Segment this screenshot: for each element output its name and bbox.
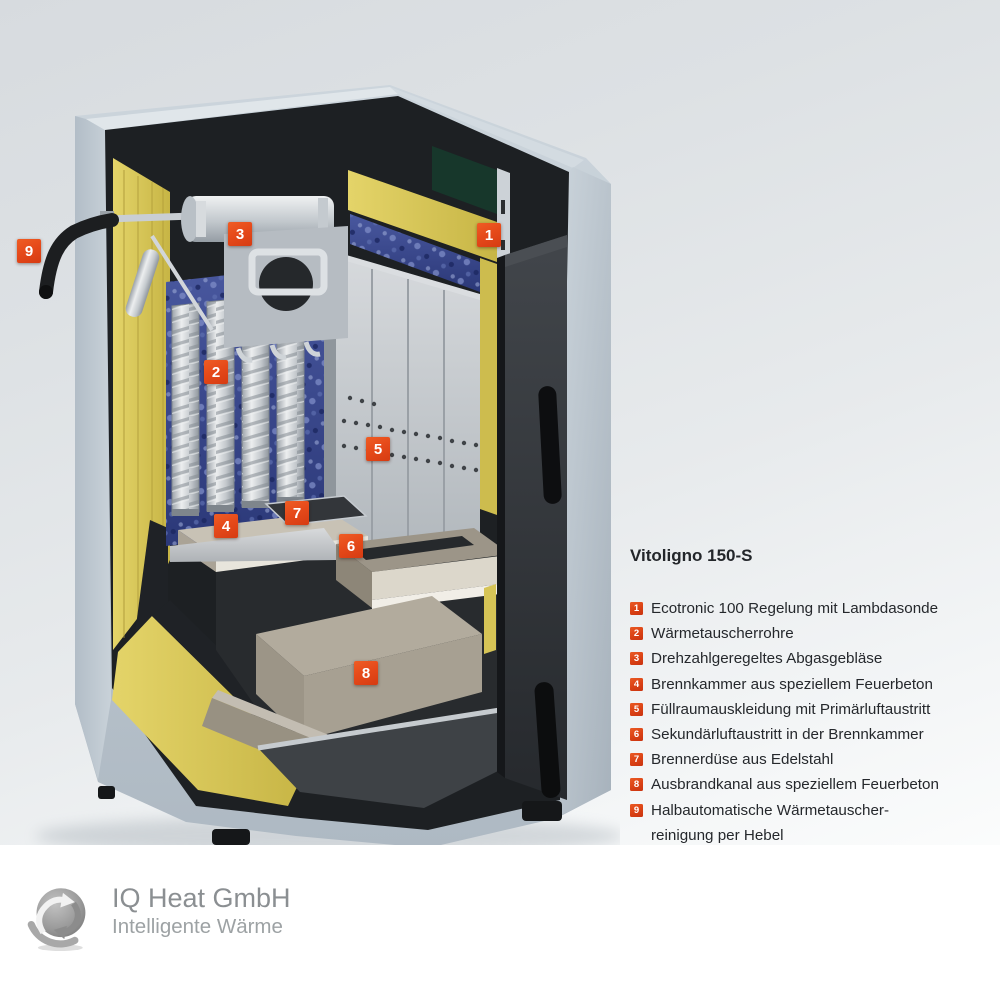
- fill-chamber-wall: [324, 252, 480, 545]
- legend-item: 3 Drehzahlgeregeltes Abgasgebläse: [630, 646, 1000, 671]
- company-tagline: Intelligente Wärme: [112, 915, 283, 938]
- company-name: IQ Heat GmbH: [112, 883, 291, 913]
- legend-item: 4 Brennkammer aus speziellem Feuerbeton: [630, 672, 1000, 697]
- legend-marker-3: 3: [630, 652, 643, 666]
- legend-marker-9: 9: [630, 803, 643, 817]
- heat-exchanger: [166, 264, 324, 546]
- legend-label: Brennkammer aus speziellem Feuerbeton: [651, 675, 933, 693]
- callout-marker-6: 6: [339, 534, 363, 558]
- legend-label: Brennerdüse aus Edelstahl: [651, 751, 834, 769]
- legend-label: Wärmetauscherrohre: [651, 625, 794, 643]
- parts-legend: Vitoligno 150-S 1 Ecotronic 100 Regelung…: [630, 546, 1000, 845]
- boiler-cutaway-illustration: [35, 85, 620, 845]
- globe-arrows-icon: [27, 888, 86, 951]
- footer: IQ Heat GmbH Intelligente Wärme: [0, 845, 1000, 1000]
- legend-item: 7 Brennerdüse aus Edelstahl: [630, 747, 1000, 772]
- callout-marker-9: 9: [17, 239, 41, 263]
- legend-item: 2 Wärmetauscherrohre: [630, 621, 1000, 646]
- legend-item: 1 Ecotronic 100 Regelung mit Lambdasonde: [630, 596, 1000, 621]
- heat-exchanger-tubes: [171, 290, 305, 516]
- legend-item: 6 Sekundärluftaustritt in der Brennkamme…: [630, 722, 1000, 747]
- heat-exchanger-top-strip: [350, 214, 480, 292]
- legend-label-continuation: reinigung per Hebel: [651, 826, 784, 844]
- callout-marker-7: 7: [285, 501, 309, 525]
- legend-marker-6: 6: [630, 728, 643, 742]
- legend-label: Ecotronic 100 Regelung mit Lambdasonde: [651, 600, 939, 617]
- burnout-channel-block: [256, 596, 482, 676]
- legend-label: Füllraumauskleidung mit Primärluftaustri…: [651, 700, 931, 718]
- boiler-feet: [98, 786, 562, 845]
- callout-marker-1: 1: [477, 223, 501, 247]
- callout-marker-8: 8: [354, 661, 378, 685]
- primary-air-holes: [341, 395, 479, 473]
- legend-label: Halbautomatische Wärmetauscher-: [651, 801, 890, 819]
- legend-marker-7: 7: [630, 753, 643, 767]
- legend-marker-8: 8: [630, 778, 643, 792]
- legend-label: Ausbrandkanal aus speziellem Feuerbeton: [651, 776, 939, 794]
- callout-marker-5: 5: [366, 437, 390, 461]
- legend-item: 5 Füllraumauskleidung mit Primärluftaust…: [630, 697, 1000, 722]
- legend-item: 8 Ausbrandkanal aus speziellem Feuerbeto…: [630, 772, 1000, 797]
- legend-marker-4: 4: [630, 677, 643, 691]
- legend-marker-1: 1: [630, 602, 643, 615]
- flue-fan-assembly: [100, 196, 348, 363]
- callout-marker-4: 4: [214, 514, 238, 538]
- legend-item: 9 Halbautomatische Wärmetauscher- reinig…: [630, 798, 1000, 845]
- door-handle-lower: [534, 682, 561, 798]
- legend-label: Drehzahlgeregeltes Abgasgebläse: [651, 650, 883, 668]
- product-photo-area: 1 2 3 4 5 6 7 8 9 Vitoligno 150-S 1 Ecot…: [0, 0, 1000, 845]
- page-title: Vitoligno 150-S: [630, 546, 753, 565]
- callout-marker-3: 3: [228, 222, 252, 246]
- door-handle-upper: [538, 386, 562, 504]
- legend-label: Sekundärluftaustritt in der Brennkammer: [651, 726, 924, 744]
- boiler-door: [484, 235, 567, 800]
- legend-marker-2: 2: [630, 627, 643, 641]
- legend-marker-5: 5: [630, 702, 643, 716]
- cleaning-lever: [39, 213, 119, 299]
- callout-marker-2: 2: [204, 360, 228, 384]
- company-logo: IQ Heat GmbH Intelligente Wärme: [26, 883, 291, 953]
- logo-text: IQ Heat GmbH Intelligente Wärme: [112, 883, 291, 940]
